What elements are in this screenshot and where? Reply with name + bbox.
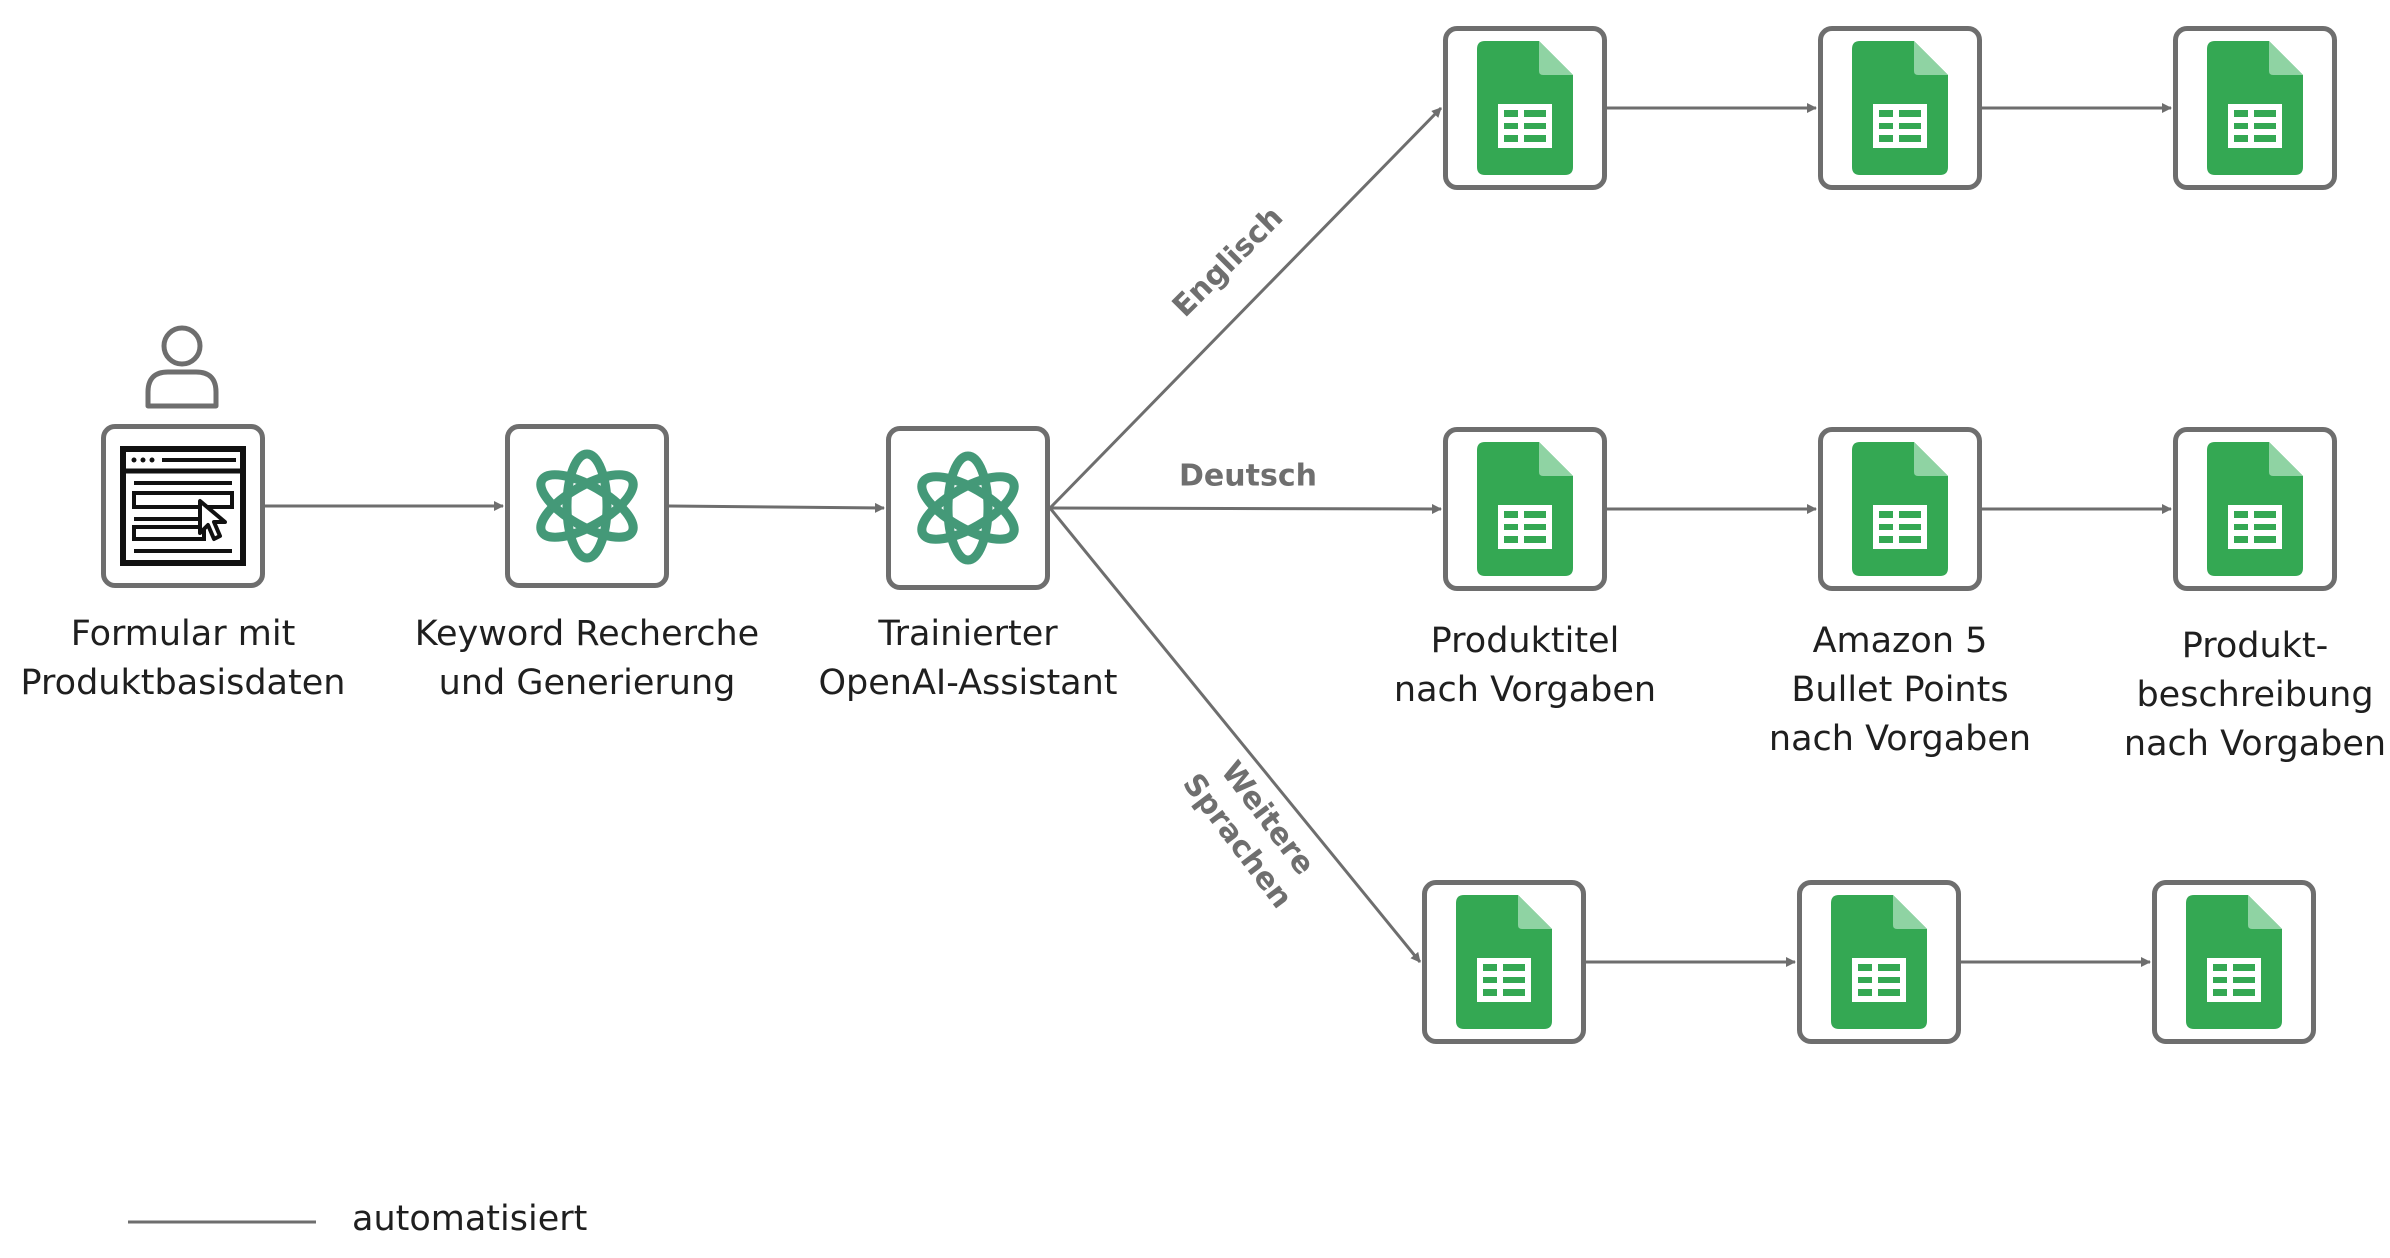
other-sheet-1 xyxy=(1422,880,1586,1044)
caption-line: Amazon 5 xyxy=(1812,621,1988,661)
assistant-node xyxy=(886,426,1050,590)
caption-line: OpenAI-Assistant xyxy=(818,663,1118,703)
edge-assistant-to-ot1 xyxy=(1048,507,1422,963)
edge-assistant-to-en1 xyxy=(1048,106,1443,510)
product-title-caption: Produktitel nach Vorgaben xyxy=(1394,617,1656,715)
openai-icon xyxy=(917,451,1019,565)
caption-line: Formular mit xyxy=(70,614,296,654)
google-sheets-icon xyxy=(1477,442,1573,576)
english-sheet-1 xyxy=(1443,26,1607,190)
other-sheet-2 xyxy=(1797,880,1961,1044)
google-sheets-icon xyxy=(1852,41,1948,175)
english-sheet-2 xyxy=(1818,26,1982,190)
openai-icon xyxy=(536,449,638,563)
caption-line: nach Vorgaben xyxy=(1393,670,1657,710)
google-sheets-icon xyxy=(1456,895,1552,1029)
german-sheet-title xyxy=(1443,427,1607,591)
bullet-points-caption: Amazon 5 Bullet Points nach Vorgaben xyxy=(1769,617,2031,764)
caption-line: Keyword Recherche xyxy=(414,614,760,654)
google-sheets-icon xyxy=(1831,895,1927,1029)
caption-line: Bullet Points xyxy=(1791,670,2009,710)
description-caption: Produkt- beschreibung nach Vorgaben xyxy=(2124,622,2386,769)
user-icon xyxy=(145,325,219,409)
keyword-caption: Keyword Recherche und Generierung xyxy=(415,610,759,708)
caption-line: Trainierter xyxy=(878,614,1058,654)
edge-assistant-to-de1 xyxy=(1049,503,1442,514)
caption-line: nach Vorgaben xyxy=(2123,724,2387,764)
caption-line: nach Vorgaben xyxy=(1768,719,2032,759)
caption-line: und Generierung xyxy=(438,663,736,703)
form-node xyxy=(101,424,265,588)
google-sheets-icon xyxy=(2207,442,2303,576)
google-sheets-icon xyxy=(1852,442,1948,576)
branch-label-german: Deutsch xyxy=(1179,458,1317,494)
google-sheets-icon xyxy=(2186,895,2282,1029)
german-sheet-bullets xyxy=(1818,427,1982,591)
caption-line: Produktbasisdaten xyxy=(20,663,346,703)
google-sheets-icon xyxy=(2207,41,2303,175)
other-sheet-3 xyxy=(2152,880,2316,1044)
english-sheet-3 xyxy=(2173,26,2337,190)
caption-line: beschreibung xyxy=(2136,675,2374,715)
legend-label: automatisiert xyxy=(352,1199,588,1239)
keyword-node xyxy=(505,424,669,588)
web-form-icon xyxy=(120,446,246,566)
caption-line: Produktitel xyxy=(1430,621,1620,661)
caption-line: Produkt- xyxy=(2181,626,2329,666)
google-sheets-icon xyxy=(1477,41,1573,175)
form-caption: Formular mit Produktbasisdaten xyxy=(21,610,346,708)
edge-keyword-to-assistant xyxy=(668,502,885,513)
assistant-caption: Trainierter OpenAI-Assistant xyxy=(818,610,1117,708)
german-sheet-description xyxy=(2173,427,2337,591)
